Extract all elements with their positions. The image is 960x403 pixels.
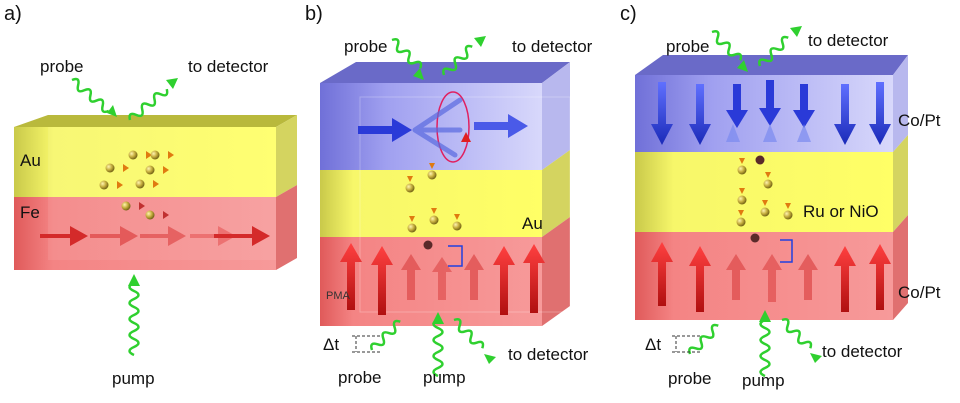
pump-label-a: pump bbox=[112, 369, 155, 388]
c-probe-label-bottom: probe bbox=[668, 369, 711, 388]
c-top-layer-label: Co/Pt bbox=[898, 111, 941, 130]
b-probe-wave-bottom bbox=[370, 319, 401, 351]
probe-wave-a bbox=[71, 77, 117, 117]
inner-slab-shade bbox=[48, 127, 276, 260]
b-delta-t-label: Δt bbox=[323, 335, 339, 354]
b-blue-side bbox=[542, 62, 570, 170]
b-pump-label: pump bbox=[423, 368, 466, 387]
b-probe-label-bottom: probe bbox=[338, 368, 381, 387]
detector-wave-a bbox=[128, 78, 178, 121]
au-label: Au bbox=[20, 151, 41, 170]
au-layer bbox=[14, 127, 276, 197]
c-red-side bbox=[893, 215, 908, 320]
c-blue-side bbox=[893, 55, 908, 152]
c-pump-label: pump bbox=[742, 371, 785, 390]
c-top-face bbox=[635, 55, 908, 75]
b-au-side bbox=[542, 150, 570, 237]
fe-layer-side bbox=[276, 185, 297, 270]
c-mid-layer-label: Ru or NiO bbox=[803, 202, 879, 221]
spin-particles-c bbox=[736, 155, 793, 263]
c-to-detector-label-bottom: to detector bbox=[822, 342, 903, 361]
c-detector-wave-bottom bbox=[781, 318, 822, 363]
c-delta-t-label: Δt bbox=[645, 335, 661, 354]
to-detector-label-a: to detector bbox=[188, 57, 269, 76]
b-probe-label-top: probe bbox=[344, 37, 387, 56]
b-blue-arrows bbox=[358, 91, 528, 163]
b-top-face bbox=[320, 62, 570, 83]
panel-a: a) Au Fe bbox=[4, 3, 297, 388]
probe-label-a: probe bbox=[40, 57, 83, 76]
c-mid-layer bbox=[635, 152, 893, 232]
b-red-side bbox=[542, 217, 570, 326]
c-probe-wave-top bbox=[711, 30, 748, 72]
b-detector-wave-top bbox=[442, 36, 486, 76]
fe-label: Fe bbox=[20, 203, 40, 222]
c-bottom-layer-label: Co/Pt bbox=[898, 283, 941, 302]
b-delta-t-bracket bbox=[352, 335, 380, 353]
c-probe-wave-bottom bbox=[688, 323, 719, 355]
spin-particles-a bbox=[99, 150, 174, 220]
c-delta-t-bracket bbox=[672, 335, 700, 353]
panel-c: c) bbox=[620, 3, 941, 390]
c-probe-label-top: probe bbox=[666, 37, 709, 56]
panel-label-a: a) bbox=[4, 3, 22, 25]
panel-b: b) bbox=[305, 3, 593, 387]
b-pma-label: PMA bbox=[326, 290, 351, 302]
b-to-detector-label-bottom: to detector bbox=[508, 345, 589, 364]
b-inner-box bbox=[359, 96, 571, 313]
b-probe-wave-top bbox=[391, 38, 424, 80]
panel-label-b: b) bbox=[305, 3, 323, 25]
au-layer-side bbox=[276, 115, 297, 197]
c-red-layer bbox=[635, 232, 893, 320]
au-layer-top-face bbox=[14, 115, 297, 127]
c-red-arrows bbox=[651, 242, 891, 312]
b-blue-layer bbox=[320, 83, 542, 170]
fe-layer bbox=[14, 197, 276, 270]
pump-wave-a bbox=[128, 274, 140, 357]
b-to-detector-label-top: to detector bbox=[512, 37, 593, 56]
b-pump-wave bbox=[432, 312, 444, 378]
b-red-arrows bbox=[340, 243, 545, 315]
c-detector-wave-top bbox=[758, 26, 802, 67]
c-to-detector-label-top: to detector bbox=[808, 31, 889, 50]
spin-particles-b bbox=[405, 163, 463, 267]
b-au-layer bbox=[320, 170, 542, 237]
b-au-label: Au bbox=[522, 214, 543, 233]
c-mid-side bbox=[893, 135, 908, 232]
panel-label-c: c) bbox=[620, 3, 637, 25]
c-pump-wave bbox=[759, 310, 771, 378]
b-detector-wave-bottom bbox=[453, 318, 496, 364]
c-blue-arrows bbox=[651, 80, 891, 145]
fe-magnetization-arrows bbox=[40, 226, 270, 246]
